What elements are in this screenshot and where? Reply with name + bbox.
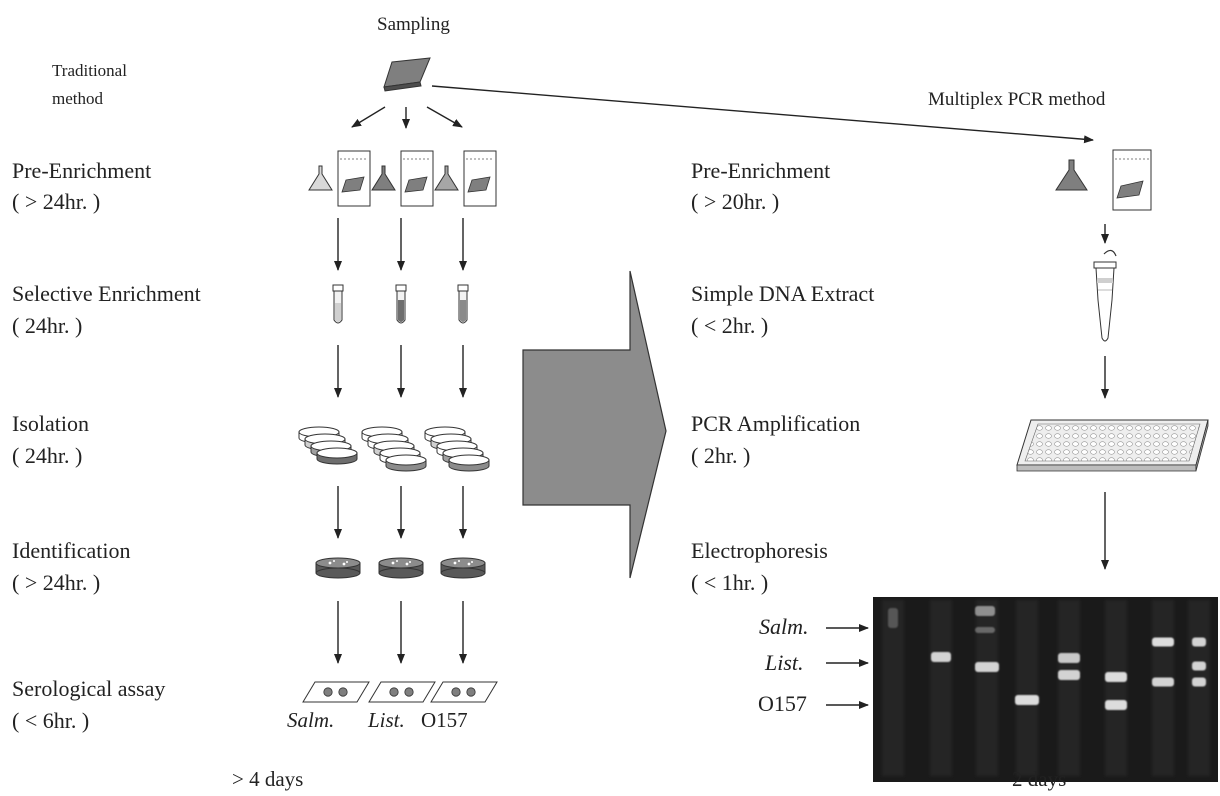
split-arrow-right [426, 106, 463, 128]
gel-band [1058, 670, 1080, 680]
split-arrow-left [351, 106, 386, 128]
petri-dish-icon [315, 557, 361, 579]
petri-dish-icon [440, 557, 486, 579]
gel-lane-smear [976, 600, 998, 776]
pcr-step-pre-enrichment-duration: ( > 20hr. ) [691, 189, 780, 214]
pcr-step-dna-extract: Simple DNA Extract [691, 281, 875, 306]
trad-step-pre-enrichment: Pre-Enrichment [12, 158, 152, 183]
multiplex-method-label: Multiplex PCR method [928, 89, 1106, 110]
split-arrows [351, 106, 463, 129]
flask-icon [1055, 159, 1088, 191]
stomacher-bag-icon [463, 150, 497, 207]
gel-label-list: List. [765, 650, 804, 675]
trad-step-serological-assay-duration: ( < 6hr. ) [12, 708, 90, 733]
pcr-step-amplification-duration: ( 2hr. ) [691, 443, 751, 468]
gel-lane-smear [930, 600, 952, 776]
gel-lane-smear [1188, 600, 1210, 776]
pcr-step-pre-enrichment: Pre-Enrichment [691, 158, 831, 183]
pcr-step-electrophoresis: Electrophoresis [691, 538, 828, 563]
serology-slide-icons [302, 681, 498, 703]
traditional-method-label-line2: method [52, 89, 103, 108]
gel-band [975, 627, 995, 633]
gel-band [1152, 637, 1174, 647]
gel-band [1105, 700, 1127, 710]
pcr-plate-icon [1016, 419, 1209, 472]
big-transition-arrow [522, 270, 667, 579]
test-tube-icon [332, 284, 344, 324]
gel-lane-smear [1016, 600, 1038, 776]
gel-band [1105, 672, 1127, 682]
gel-band [1015, 695, 1039, 705]
test-tube-icon [395, 284, 407, 324]
petri-dish-stack-icon [298, 426, 358, 465]
test-tube-icon [457, 284, 469, 324]
electrophoresis-gel [873, 597, 1218, 782]
gel-band [1152, 677, 1174, 687]
traditional-flow-arrows [334, 218, 467, 664]
petri-dish-stack-icon [361, 426, 427, 472]
gel-lane-smear [1058, 600, 1080, 776]
slide-label-salm: Salm. [287, 708, 335, 732]
pcr-total-time: 2 days [1012, 767, 1067, 791]
gel-band [1192, 677, 1206, 687]
trad-step-identification: Identification [12, 538, 131, 563]
pre-enrichment-icons [308, 150, 497, 207]
petri-dish-stacks [298, 426, 490, 472]
gel-label-arrows [826, 624, 869, 709]
pcr-pre-enrichment-icons [1055, 149, 1152, 211]
stomacher-bag-icon [337, 150, 371, 207]
slide-icon [368, 681, 436, 703]
stomacher-bag-icon [1112, 149, 1152, 211]
stomacher-bag-icon [400, 150, 434, 207]
gel-lane-smear [882, 600, 904, 776]
pcr-step-electrophoresis-duration: ( < 1hr. ) [691, 570, 769, 595]
flask-icon [371, 165, 396, 191]
slide-icon [430, 681, 498, 703]
trad-step-identification-duration: ( > 24hr. ) [12, 570, 101, 595]
flask-icon [308, 165, 333, 191]
sample-block-icon [383, 57, 431, 92]
traditional-method-label-line1: Traditional [52, 61, 127, 80]
trad-step-selective-enrichment: Selective Enrichment [12, 281, 201, 306]
slide-label-list: List. [368, 708, 405, 732]
trad-step-pre-enrichment-duration: ( > 24hr. ) [12, 189, 101, 214]
petri-dish-stack-icon [424, 426, 490, 472]
microtube-icon [1093, 249, 1117, 342]
arrow-to-multiplex [431, 85, 1094, 144]
pcr-step-dna-extract-duration: ( < 2hr. ) [691, 313, 769, 338]
gel-label-o157: O157 [758, 691, 807, 716]
gel-lane-smear [1105, 600, 1127, 776]
slide-label-o157: O157 [421, 708, 468, 732]
identification-dish-icons [315, 557, 486, 579]
petri-dish-icon [378, 557, 424, 579]
trad-step-isolation: Isolation [12, 411, 89, 436]
trad-step-isolation-duration: ( 24hr. ) [12, 443, 83, 468]
trad-step-serological-assay: Serological assay [12, 676, 166, 701]
flask-icon [434, 165, 459, 191]
slide-icon [302, 681, 370, 703]
gel-band [1192, 661, 1206, 671]
gel-band [1192, 637, 1206, 647]
gel-band [975, 662, 999, 672]
gel-band [975, 606, 995, 616]
gel-band [1058, 653, 1080, 663]
test-tube-icons [332, 284, 469, 324]
gel-band [931, 652, 951, 662]
sampling-label: Sampling [377, 14, 450, 35]
gel-band [888, 608, 898, 628]
pcr-step-amplification: PCR Amplification [691, 411, 861, 436]
trad-step-selective-enrichment-duration: ( 24hr. ) [12, 313, 83, 338]
traditional-total-time: > 4 days [232, 767, 304, 791]
gel-lane-smear [1152, 600, 1174, 776]
gel-label-salm: Salm. [759, 614, 809, 639]
